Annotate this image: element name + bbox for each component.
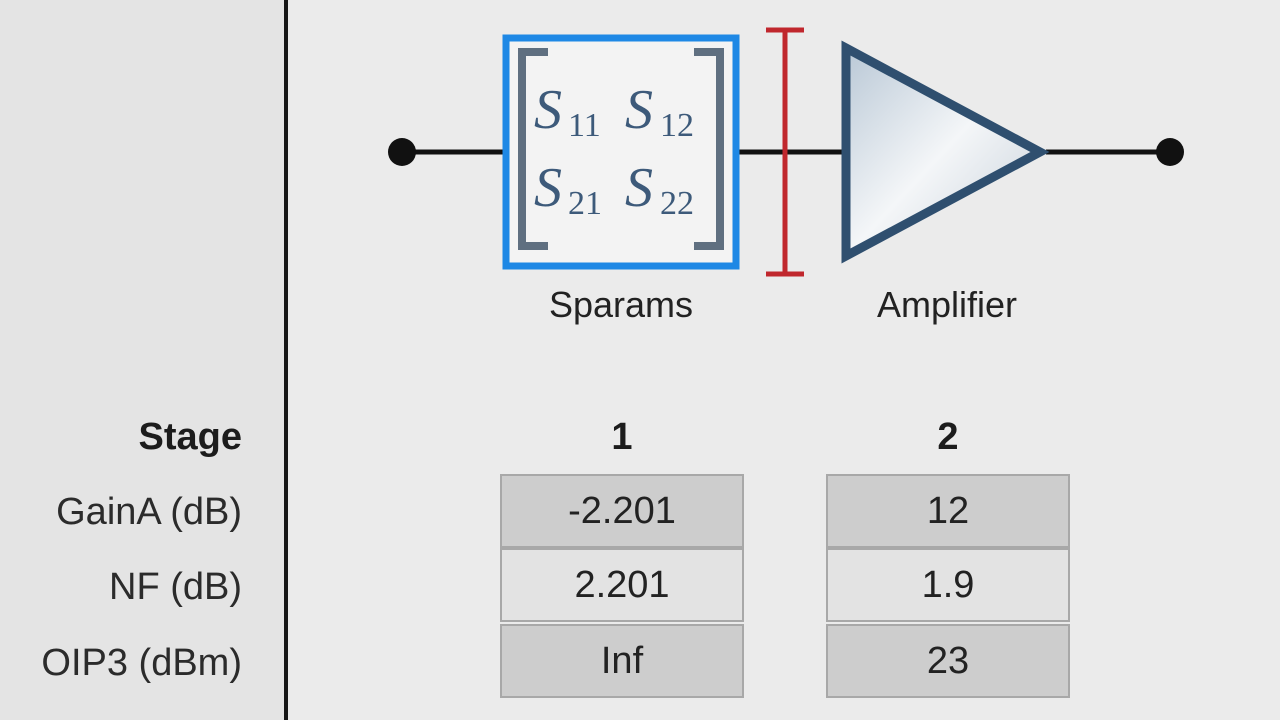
s21-sub: 21: [568, 185, 602, 222]
s21-base: S: [534, 157, 562, 219]
sparams-element[interactable]: S 11 S 12 S 21 S 22: [502, 34, 740, 270]
cell-gain-stage-2: 12: [826, 474, 1070, 548]
cell-oip3-stage-1: Inf: [500, 624, 744, 698]
output-terminal[interactable]: [1156, 138, 1184, 166]
amplifier-triangle-icon: [841, 40, 1050, 264]
cell-gain-stage-1: -2.201: [500, 474, 744, 548]
stage-number-1: 1: [611, 416, 633, 458]
sparams-selection-box[interactable]: [502, 34, 740, 270]
row-label-oip3: OIP3 (dBm): [41, 642, 242, 684]
s22-base: S: [625, 157, 653, 219]
s12-base: S: [625, 79, 653, 141]
cell-nf-stage-2: 1.9: [826, 548, 1070, 622]
cell-nf-stage-1: 2.201: [500, 548, 744, 622]
row-label-nf: NF (dB): [109, 566, 242, 608]
stage-number-2: 2: [937, 416, 959, 458]
sparams-matrix-icon: S 11 S 12 S 21 S 22: [518, 48, 724, 250]
s11-sub: 11: [568, 107, 601, 144]
s22-sub: 22: [660, 185, 694, 222]
stage-marker-icon[interactable]: [766, 27, 804, 277]
stage-header-label: Stage: [138, 416, 242, 458]
s12-sub: 12: [660, 107, 694, 144]
amplifier-label: Amplifier: [876, 284, 1018, 325]
s11-base: S: [534, 79, 562, 141]
input-terminal[interactable]: [388, 138, 416, 166]
left-panel: [0, 0, 288, 720]
cell-oip3-stage-2: 23: [826, 624, 1070, 698]
chain-diagram: S 11 S 12 S 21 S 22: [388, 27, 1184, 277]
sparams-label: Sparams: [548, 284, 694, 325]
row-label-gain: GainA (dB): [56, 491, 242, 533]
amplifier-element[interactable]: [841, 40, 1050, 264]
